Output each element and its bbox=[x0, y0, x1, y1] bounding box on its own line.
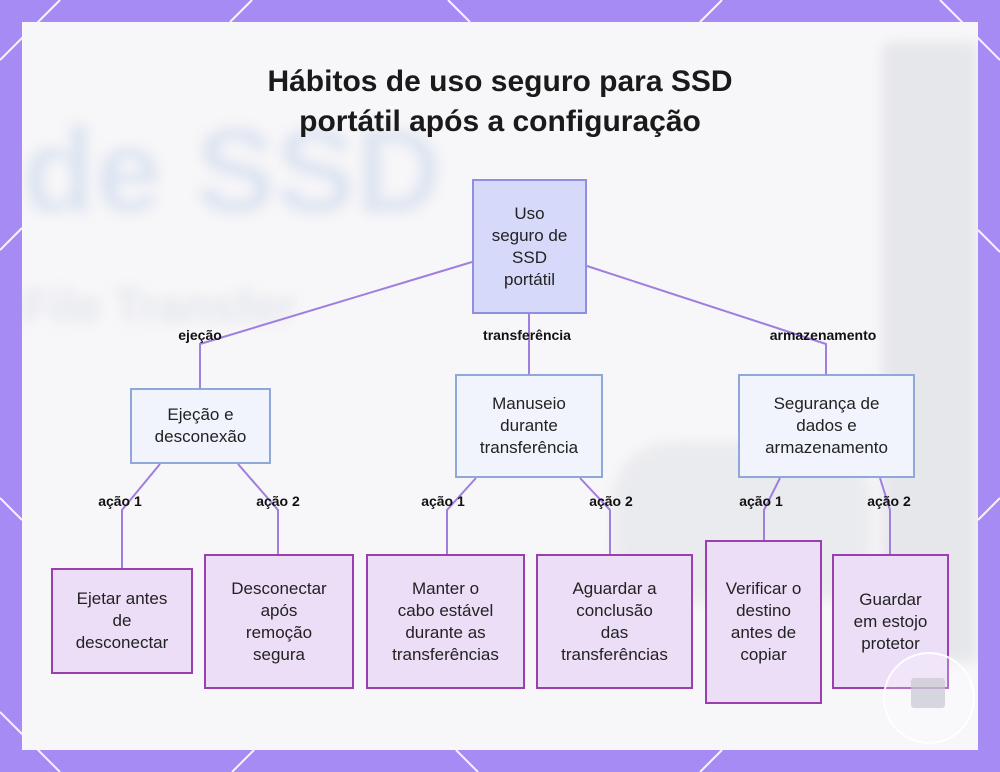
node-root-uso-seguro: Uso seguro de SSD portátil bbox=[472, 179, 587, 314]
edge-ejecao-desconectar bbox=[237, 463, 279, 554]
diagram-title: Hábitos de uso seguro para SSD portátil … bbox=[0, 62, 1000, 142]
node-text: remoção bbox=[245, 622, 313, 642]
node-text: antes de bbox=[730, 623, 797, 642]
node-text: Manuseio bbox=[492, 394, 566, 413]
node-text: cabo estável bbox=[397, 600, 494, 620]
node-text: segura bbox=[253, 644, 305, 664]
title-line-2: portátil após a configuração bbox=[299, 105, 701, 138]
node-text: Guardar bbox=[859, 589, 922, 609]
node-text: transferências bbox=[392, 644, 499, 664]
node-text: copiar bbox=[740, 645, 787, 664]
node-text: seguro de bbox=[491, 225, 568, 245]
edge-root-ejecao bbox=[199, 261, 473, 388]
edge-seguranca-guardar bbox=[879, 477, 891, 554]
edge-label-acao1: ação 1 bbox=[739, 493, 783, 509]
edge-label-acao2: ação 2 bbox=[867, 493, 911, 509]
edge-label-armazenamento: armazenamento bbox=[769, 327, 877, 343]
node-text: armazenamento bbox=[765, 438, 888, 457]
edge-label-acao2: ação 2 bbox=[589, 493, 633, 509]
node-seguranca-armazenamento: Segurança de dados e armazenamento bbox=[738, 374, 915, 478]
edge-label-acao1: ação 1 bbox=[98, 493, 142, 509]
edge-manuseio-aguardar bbox=[579, 477, 611, 554]
node-text: portátil bbox=[503, 269, 556, 289]
node-text: Segurança de bbox=[773, 394, 880, 413]
node-text: dados e bbox=[796, 416, 857, 435]
node-text: transferências bbox=[561, 644, 668, 664]
edge-seguranca-verificar bbox=[763, 477, 781, 540]
edge-label-transferencia: transferência bbox=[483, 327, 571, 343]
node-verificar-destino: Verificar o destino antes de copiar bbox=[705, 540, 822, 704]
node-text: de bbox=[112, 611, 132, 630]
background-image: de SSD File Transfer bbox=[22, 42, 978, 662]
node-text: durante as bbox=[405, 622, 486, 642]
node-text: durante bbox=[500, 416, 558, 435]
edge-label-acao2: ação 2 bbox=[256, 493, 300, 509]
node-desconectar-apos: Desconectar após remoção segura bbox=[204, 554, 354, 689]
logo-icon bbox=[911, 678, 945, 708]
bg-title-text: de SSD bbox=[22, 104, 442, 238]
edge-manuseio-manter bbox=[446, 477, 477, 554]
node-text: desconectar bbox=[75, 633, 169, 652]
node-text: em estojo bbox=[853, 611, 928, 631]
node-aguardar-conclusao: Aguardar a conclusão das transferências bbox=[536, 554, 693, 689]
node-text: conclusão bbox=[576, 600, 653, 620]
edge-label-ejecao: ejeção bbox=[178, 327, 222, 343]
node-ejecao-desconexao: Ejeção e desconexão bbox=[130, 388, 271, 464]
node-manuseio-transferencia: Manuseio durante transferência bbox=[455, 374, 603, 478]
node-text: protetor bbox=[861, 633, 920, 653]
edge-ejecao-ejetar bbox=[121, 463, 161, 568]
node-text: SSD bbox=[512, 247, 547, 267]
node-text: desconexão bbox=[154, 427, 247, 446]
node-text: após bbox=[260, 600, 298, 620]
node-text: destino bbox=[736, 601, 791, 620]
node-text: Desconectar bbox=[231, 578, 327, 598]
watermark-logo bbox=[883, 652, 975, 744]
node-text: das bbox=[600, 622, 629, 642]
node-text: Ejeção e bbox=[167, 405, 234, 424]
node-text: Verificar o bbox=[725, 579, 802, 598]
edge-root-seguranca bbox=[586, 265, 827, 374]
node-text: Aguardar a bbox=[572, 578, 657, 598]
node-text: Ejetar antes bbox=[76, 589, 168, 608]
node-text: transferência bbox=[479, 438, 579, 457]
node-ejetar-antes: Ejetar antes de desconectar bbox=[51, 568, 193, 674]
node-text: Uso bbox=[514, 203, 545, 223]
bg-subtitle-text: File Transfer bbox=[22, 280, 296, 332]
node-manter-cabo: Manter o cabo estável durante as transfe… bbox=[366, 554, 525, 689]
title-line-1: Hábitos de uso seguro para SSD bbox=[267, 65, 733, 98]
edge-label-acao1: ação 1 bbox=[421, 493, 465, 509]
node-text: Manter o bbox=[411, 578, 480, 598]
